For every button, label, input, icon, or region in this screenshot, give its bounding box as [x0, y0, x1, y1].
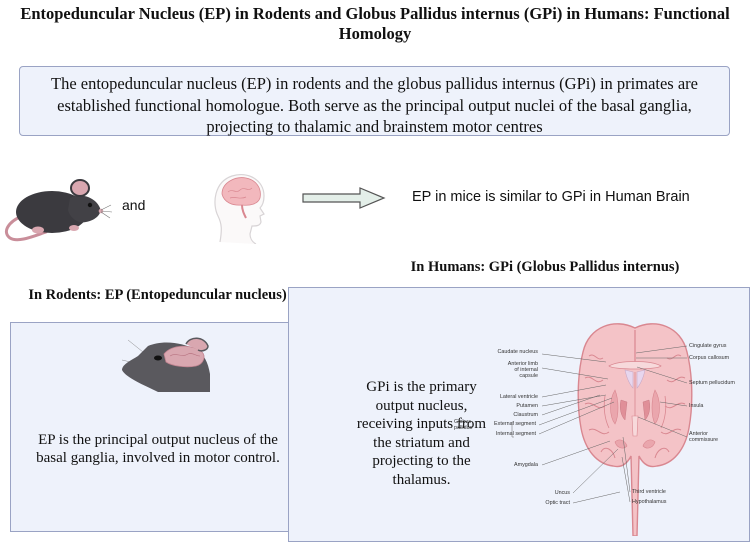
label-third-ventricle: Third ventricle	[632, 489, 666, 495]
label-optic-tract: Optic tract	[545, 500, 570, 506]
label-insula: Insula	[689, 403, 704, 409]
label-cingulate-gyrus: Cingulate gyrus	[689, 343, 727, 349]
label-internal-segment: Internal segment	[495, 431, 536, 437]
human-head-brain-icon	[214, 174, 265, 244]
comparison-text: EP in mice is similar to GPi in Human Br…	[412, 189, 690, 205]
label-external-segment: External segment	[494, 421, 536, 427]
label-lateral-ventricle: Lateral ventricle	[499, 394, 538, 400]
label-caudate-nucleus: Caudate nucleus	[497, 349, 538, 355]
human-description: GPi is the primary output nucleus, recei…	[356, 379, 487, 488]
intro-box: The entopeduncular nucleus (EP) in roden…	[19, 66, 730, 136]
label-claustrum: Claustrum	[513, 412, 538, 418]
label-globus: Globus	[454, 419, 472, 425]
label-anterior-limb: Anterior limb	[507, 361, 538, 367]
label-hypothalamus: Hypothalamus	[632, 499, 667, 505]
label-septum-pellucidum: Septum pellucidum	[689, 380, 735, 386]
rodents-heading: In Rodents: EP (Entopeduncular nucleus)	[28, 287, 287, 303]
humans-heading: In Humans: GPi (Globus Pallidus internus…	[410, 259, 680, 275]
brain-label-leaders	[511, 345, 688, 504]
label-anterior: Anterior	[689, 431, 708, 437]
label-of-internal: of internal	[514, 367, 538, 373]
right-arrow-icon	[302, 187, 386, 209]
mouse-head-brain-icon	[121, 337, 210, 392]
brain-coronal-section-icon	[577, 323, 693, 536]
page-title: Entopeduncular Nucleus (EP) in Rodents a…	[20, 4, 730, 43]
label-amygdala: Amygdala	[514, 462, 538, 468]
mouse-icon	[5, 179, 112, 242]
label-commissure: commissure	[689, 437, 719, 443]
label-pallidus: pallidus	[454, 425, 473, 431]
and-label: and	[122, 197, 146, 213]
rodent-description: EP is the principal output nucleus of th…	[36, 432, 280, 466]
label-corpus-callosum: Corpus callosum	[689, 355, 730, 361]
label-capsule: capsule	[519, 373, 538, 379]
label-putamen: Putamen	[516, 403, 538, 409]
label-uncus: Uncus	[554, 490, 570, 496]
